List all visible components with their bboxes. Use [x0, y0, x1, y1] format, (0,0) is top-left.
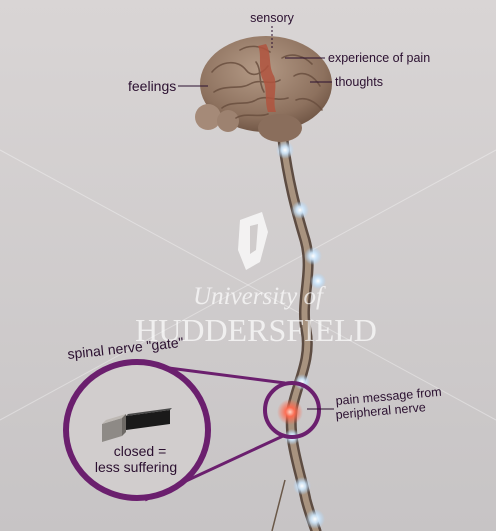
label-experience-of-pain: experience of pain — [328, 51, 430, 65]
label-thoughts: thoughts — [335, 75, 383, 89]
label-sensory: sensory — [250, 11, 295, 25]
label-closed-line-2: less suffering — [95, 459, 177, 475]
pain-glow — [277, 399, 303, 425]
label-feelings: feelings — [128, 78, 176, 94]
gate-detail-callout — [66, 362, 208, 498]
watermark-line-1: University of — [193, 283, 326, 310]
label-closed-line-1: closed = — [114, 443, 167, 459]
